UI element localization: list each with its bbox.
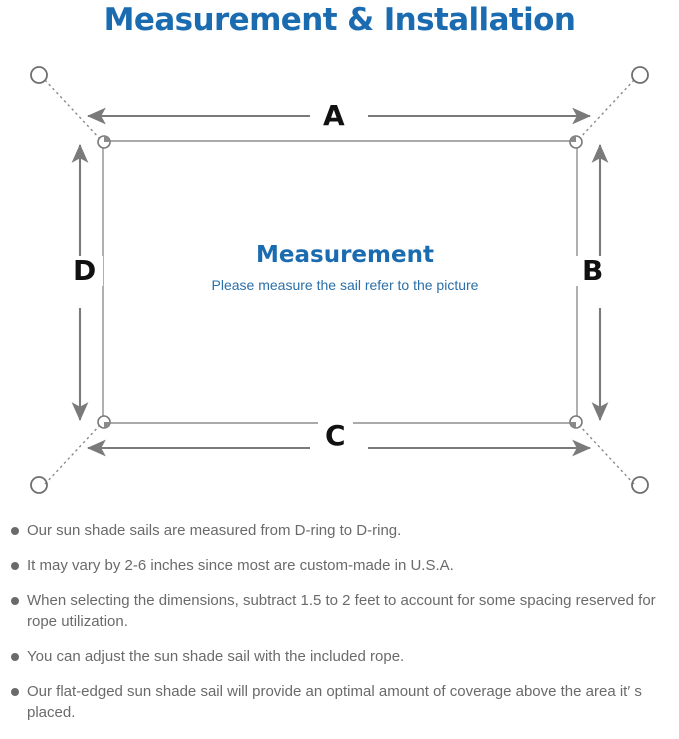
rope-bottom-left — [44, 423, 102, 485]
bullet-icon — [11, 562, 19, 570]
bullet-icon — [11, 597, 19, 605]
measurement-diagram: A B C D Measurement Please measure the s… — [0, 44, 679, 514]
d-ring-wedge-bottom-left — [104, 422, 110, 428]
ring-icon-top-left — [30, 66, 48, 84]
ring-icon-bottom-right — [631, 476, 649, 494]
bullet-icon — [11, 527, 19, 535]
note-text: It may vary by 2-6 inches since most are… — [27, 557, 454, 574]
sail-shape — [102, 140, 578, 424]
dimension-label-a: A — [316, 101, 352, 131]
ring-icon-bottom-left — [30, 476, 48, 494]
list-item: Our sun shade sails are measured from D-… — [0, 520, 679, 541]
bullet-icon — [11, 653, 19, 661]
list-item: When selecting the dimensions, subtract … — [0, 590, 679, 632]
anchor-rings — [30, 66, 649, 494]
rope-top-right — [577, 79, 635, 141]
notes-list: Our sun shade sails are measured from D-… — [0, 520, 679, 737]
page-title: Measurement & Installation — [103, 2, 576, 38]
rope-bottom-right — [577, 423, 635, 485]
d-ring-wedge-top-right — [570, 136, 576, 142]
note-text: Our sun shade sails are measured from D-… — [27, 522, 402, 539]
dimension-label-b: B — [575, 256, 611, 286]
dimension-label-c: C — [318, 421, 353, 451]
dimension-label-d: D — [66, 256, 104, 286]
d-ring-wedge-bottom-right — [570, 422, 576, 428]
list-item: Our flat-edged sun shade sail will provi… — [0, 681, 679, 723]
note-text: You can adjust the sun shade sail with t… — [27, 648, 405, 665]
note-text: When selecting the dimensions, subtract … — [27, 592, 656, 630]
d-ring-wedge-top-left — [104, 136, 110, 142]
note-text: Our flat-edged sun shade sail will provi… — [27, 683, 642, 721]
dimension-arrows — [71, 107, 609, 457]
rope-lines — [44, 79, 635, 485]
bullet-icon — [11, 688, 19, 696]
list-item: You can adjust the sun shade sail with t… — [0, 646, 679, 667]
rope-top-left — [44, 79, 102, 141]
ring-icon-top-right — [631, 66, 649, 84]
d-ring-wedges — [104, 136, 576, 428]
list-item: It may vary by 2-6 inches since most are… — [0, 555, 679, 576]
